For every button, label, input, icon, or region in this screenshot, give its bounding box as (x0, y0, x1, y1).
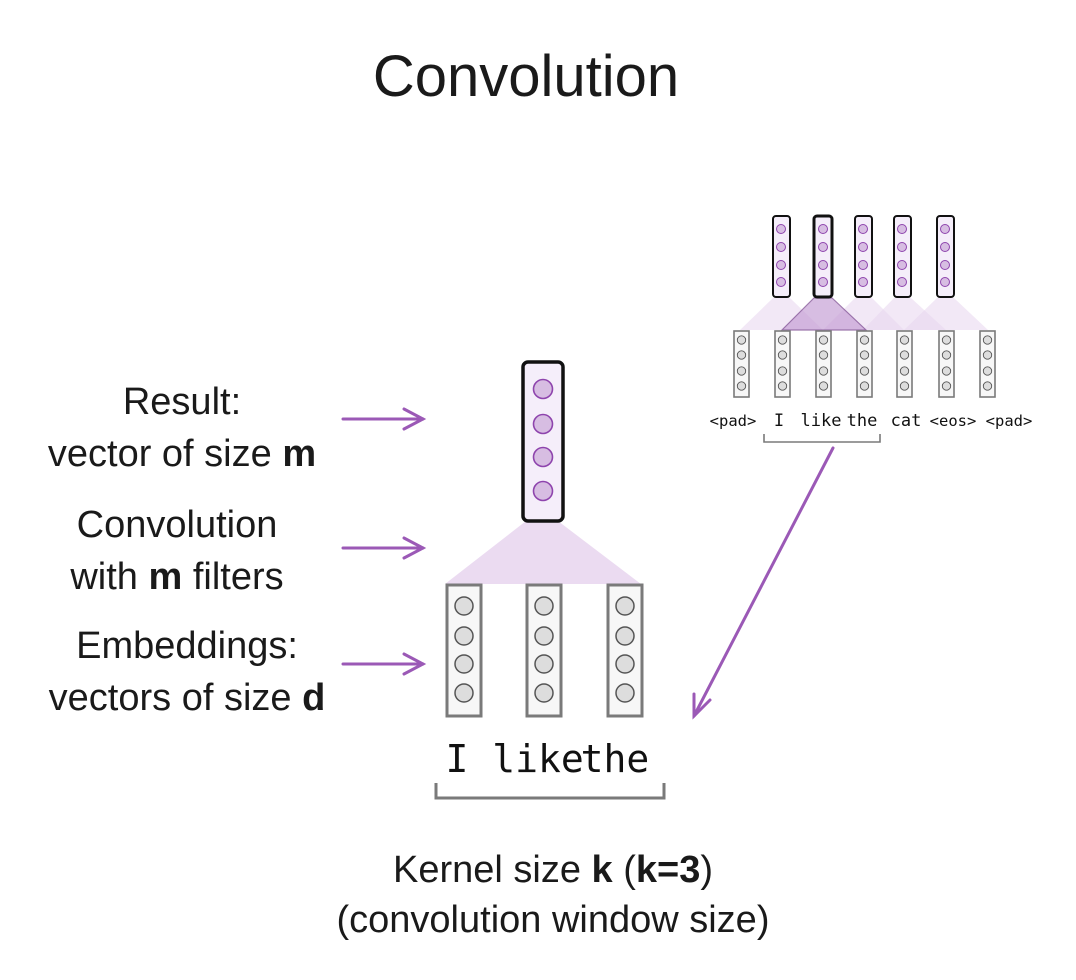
kernel-caption-line2: (convolution window size) (337, 899, 770, 941)
result-vector (521, 360, 565, 523)
emb-label-line2: vectors of size d (49, 677, 326, 719)
embedding-unit (454, 683, 474, 703)
result-label-line2: vector of size m (48, 433, 316, 475)
emb-label-line1: Embeddings: (76, 625, 298, 667)
embedding-unit (454, 596, 474, 616)
result-unit (532, 413, 554, 435)
inset-embedding-vector (896, 330, 913, 398)
inset-result-vector (854, 215, 873, 298)
kernel-caption-line1: Kernel size k (k=3) (393, 849, 713, 891)
inset-result-vector-highlighted (812, 214, 834, 299)
zoom-arrow (692, 446, 835, 720)
diagram-title: Convolution (373, 44, 679, 109)
embedding-unit (615, 626, 635, 646)
conv-arrow (341, 536, 427, 560)
inset-embedding-vector (815, 330, 832, 398)
emb-arrow (341, 652, 427, 676)
convolution-cone (445, 521, 641, 584)
inset-embedding-vector (774, 330, 791, 398)
main-word-the: the (581, 737, 650, 781)
embedding-unit (615, 596, 635, 616)
embedding-unit (615, 654, 635, 674)
main-word-i: I (446, 737, 469, 781)
result-unit (532, 378, 554, 400)
inset-result-vector (893, 215, 912, 298)
conv-label-line2: with m filters (69, 556, 283, 598)
result-label-line1: Result: (123, 381, 241, 423)
result-unit (532, 446, 554, 468)
embedding-vector-i (445, 583, 483, 718)
inset-embedding-vector (979, 330, 996, 398)
inset-token-cat: cat (891, 411, 922, 431)
inset-token-like: like (801, 411, 842, 431)
inset-embedding-vector (733, 330, 750, 398)
embedding-vector-the (606, 583, 644, 718)
embedding-unit (534, 626, 554, 646)
embedding-unit (454, 626, 474, 646)
inset-result-vector (772, 215, 791, 298)
inset-token-pad-start: <pad> (710, 412, 757, 430)
inset-token-the: the (847, 411, 878, 431)
result-unit (532, 480, 554, 502)
inset-token-eos: <eos> (930, 412, 977, 430)
conv-label-line1: Convolution (77, 504, 278, 546)
inset-embedding-vector (856, 330, 873, 398)
inset-result-vector (936, 215, 955, 298)
main-word-like: like (492, 737, 584, 781)
embedding-unit (615, 683, 635, 703)
inset-cone (904, 298, 988, 330)
kernel-bracket (434, 783, 666, 800)
inset-embedding-vector (938, 330, 955, 398)
inset-bracket (763, 434, 881, 443)
embedding-unit (534, 596, 554, 616)
result-arrow (341, 407, 427, 431)
inset-diagram: <pad> I like the cat <eos> <pad> (710, 214, 1033, 443)
embedding-unit (534, 654, 554, 674)
embedding-unit (454, 654, 474, 674)
inset-token-i: I (774, 411, 784, 431)
inset-token-pad-end: <pad> (986, 412, 1033, 430)
embedding-unit (534, 683, 554, 703)
embedding-vector-like (525, 583, 563, 718)
